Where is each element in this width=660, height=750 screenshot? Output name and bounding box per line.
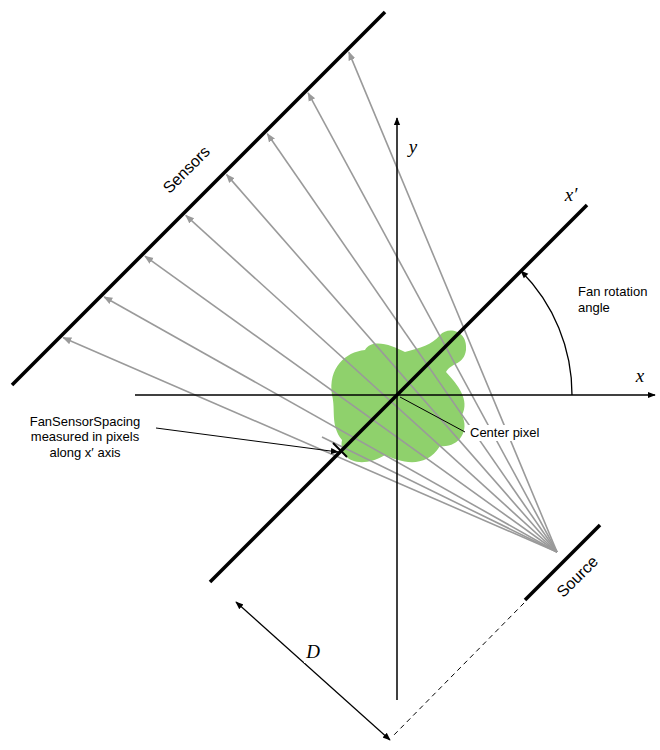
center-pixel-label: Center pixel [468,425,541,441]
y-axis [396,118,398,700]
d-dimension-line [236,602,390,740]
spacing-tick [333,443,347,457]
spacing-leader [156,428,338,452]
fan-ray [267,134,557,552]
x-prime-axis [210,205,587,582]
axis-label: x′ [563,184,580,207]
center-pixel-leader [400,397,465,432]
source-extension [392,603,524,737]
fan-ray [104,297,557,552]
dimension-label: D [304,641,322,664]
fan-ray [322,437,557,552]
fan-ray [308,93,557,552]
spacing-label: FanSensorSpacing measured in pixels alon… [19,414,151,461]
fan-ray [186,215,557,552]
fan-ray [349,52,557,552]
axis-label: x [634,365,646,388]
sensor-line [12,12,385,385]
rotation-angle-arc [521,271,572,395]
angle-label: Fan rotation angle [576,284,660,315]
fan-ray [227,175,557,552]
fan-rays [63,52,557,552]
axis-label: y [407,136,419,159]
source-label: Source [551,551,603,603]
